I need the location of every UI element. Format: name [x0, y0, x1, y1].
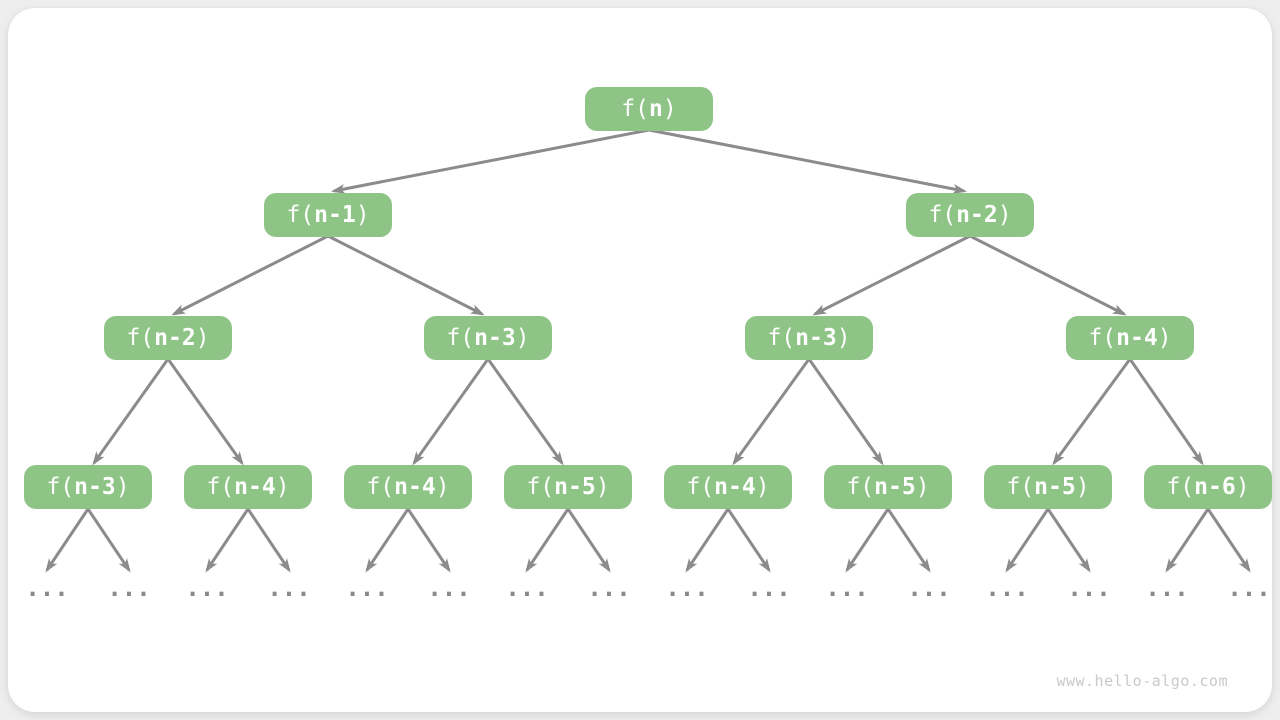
- watermark-text: www.hello-algo.com: [1056, 672, 1228, 690]
- tree-edge-arrow: [525, 508, 570, 573]
- tree-edge-arrow: [1052, 358, 1132, 466]
- tree-edge-arrow: [486, 358, 564, 466]
- tree-edge-arrow: [1046, 508, 1091, 573]
- tree-edge-arrow: [365, 508, 410, 573]
- tree-edge-arrow: [648, 128, 967, 194]
- tree-edge-arrow: [1128, 358, 1204, 466]
- tree-edge-arrow: [807, 358, 884, 466]
- tree-edge-arrow: [166, 358, 244, 466]
- tree-edge-arrow: [1165, 508, 1210, 573]
- tree-edge-arrow: [1206, 508, 1251, 573]
- tree-edge-arrow: [812, 234, 971, 316]
- tree-edge-arrow: [86, 508, 131, 573]
- tree-edge-arrow: [685, 508, 730, 573]
- tree-edge-arrow: [969, 234, 1127, 316]
- tree-edge-arrow: [566, 508, 611, 573]
- tree-edge-arrow: [406, 508, 451, 573]
- tree-edge-arrow: [246, 508, 291, 573]
- tree-edge-arrow: [732, 358, 811, 466]
- tree-edge-arrow: [45, 508, 90, 573]
- tree-edge-arrow: [92, 358, 170, 466]
- arrows-layer: [45, 128, 1251, 573]
- tree-edge-arrow: [331, 128, 650, 194]
- tree-edge-arrow: [886, 508, 931, 573]
- tree-edge-arrow: [1005, 508, 1050, 573]
- diagram-card: f(n)f(n-1)f(n-2)f(n-2)f(n-3)f(n-3)f(n-4)…: [8, 8, 1272, 712]
- tree-edge-arrow: [412, 358, 490, 466]
- tree-edge-arrow: [171, 234, 329, 316]
- tree-edge-arrow: [845, 508, 890, 573]
- tree-edge-arrow: [205, 508, 250, 573]
- tree-edge-arrow: [726, 508, 771, 573]
- tree-edge-arrow: [327, 234, 485, 316]
